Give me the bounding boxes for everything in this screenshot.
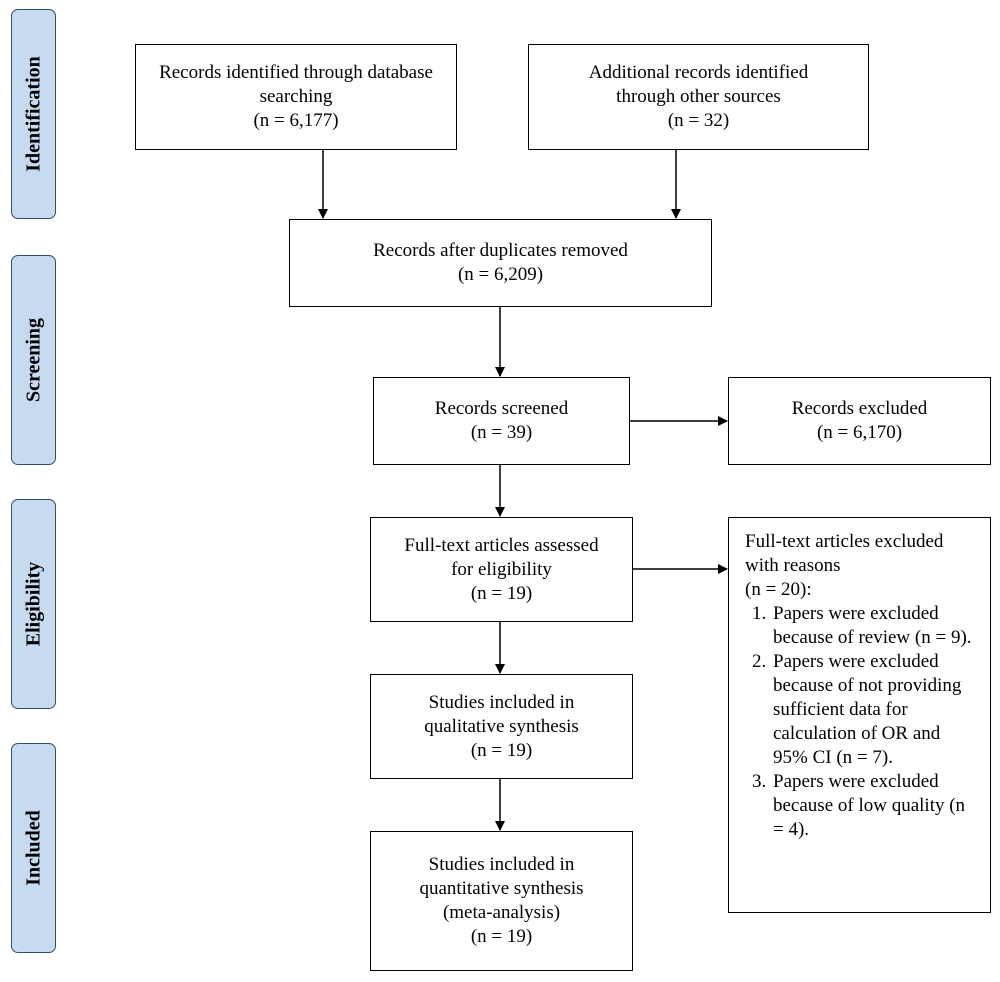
fulltext-excluded-heading2: with reasons — [745, 555, 841, 576]
database-search-line2: searching — [259, 86, 333, 107]
phase-identification: Identification — [11, 9, 56, 219]
database-search-line1: Records identified through database — [159, 62, 433, 83]
quantitative-synthesis-count: (n = 19) — [470, 926, 533, 947]
other-sources-line1: Additional records identified — [588, 62, 809, 83]
records-screened-box: Records screened (n = 39) — [373, 377, 630, 465]
records-screened-line1: Records screened — [434, 398, 569, 419]
quantitative-synthesis-box: Studies included in quantitative synthes… — [370, 831, 633, 971]
records-excluded-line1: Records excluded — [791, 398, 928, 419]
other-sources-box: Additional records identified through ot… — [528, 44, 869, 150]
records-screened-count: (n = 39) — [470, 422, 533, 443]
qualitative-synthesis-box: Studies included in qualitative synthesi… — [370, 674, 633, 779]
duplicates-removed-line1: Records after duplicates removed — [373, 240, 628, 261]
fulltext-excluded-heading1: Full-text articles excluded — [745, 531, 944, 552]
other-sources-count: (n = 32) — [667, 110, 730, 131]
qualitative-synthesis-line1: Studies included in — [428, 691, 575, 713]
duplicates-removed-count: (n = 6,209) — [457, 264, 544, 285]
fulltext-assessed-line2: for eligibility — [451, 558, 552, 580]
fulltext-assessed-line1: Full-text articles assessed — [404, 534, 599, 556]
exclusion-reason-item: Papers were excluded because of review (… — [771, 602, 976, 650]
database-search-box: Records identified through database sear… — [135, 44, 457, 150]
other-sources-line2: through other sources — [616, 86, 781, 107]
duplicates-removed-box: Records after duplicates removed (n = 6,… — [289, 219, 712, 307]
quantitative-synthesis-line1: Studies included in — [428, 854, 575, 875]
qualitative-synthesis-line2: qualitative synthesis — [424, 715, 579, 737]
exclusion-reasons-list: Papers were excluded because of review (… — [745, 602, 976, 842]
fulltext-excluded-box: Full-text articles excluded with reasons… — [728, 517, 991, 913]
qualitative-synthesis-count: (n = 19) — [470, 739, 533, 761]
phase-eligibility: Eligibility — [11, 499, 56, 709]
fulltext-assessed-count: (n = 19) — [470, 582, 533, 604]
phase-screening: Screening — [11, 255, 56, 465]
fulltext-assessed-box: Full-text articles assessed for eligibil… — [370, 517, 633, 622]
exclusion-reason-item: Papers were excluded because of not prov… — [771, 650, 976, 770]
database-search-count: (n = 6,177) — [253, 110, 339, 131]
quantitative-synthesis-line3: (meta-analysis) — [442, 902, 561, 923]
records-excluded-count: (n = 6,170) — [816, 422, 903, 443]
exclusion-reason-item: Papers were excluded because of low qual… — [771, 770, 976, 842]
quantitative-synthesis-line2: quantitative synthesis — [419, 878, 584, 899]
records-excluded-box: Records excluded (n = 6,170) — [728, 377, 991, 465]
fulltext-excluded-count: (n = 20): — [745, 579, 812, 600]
phase-included: Included — [11, 743, 56, 953]
